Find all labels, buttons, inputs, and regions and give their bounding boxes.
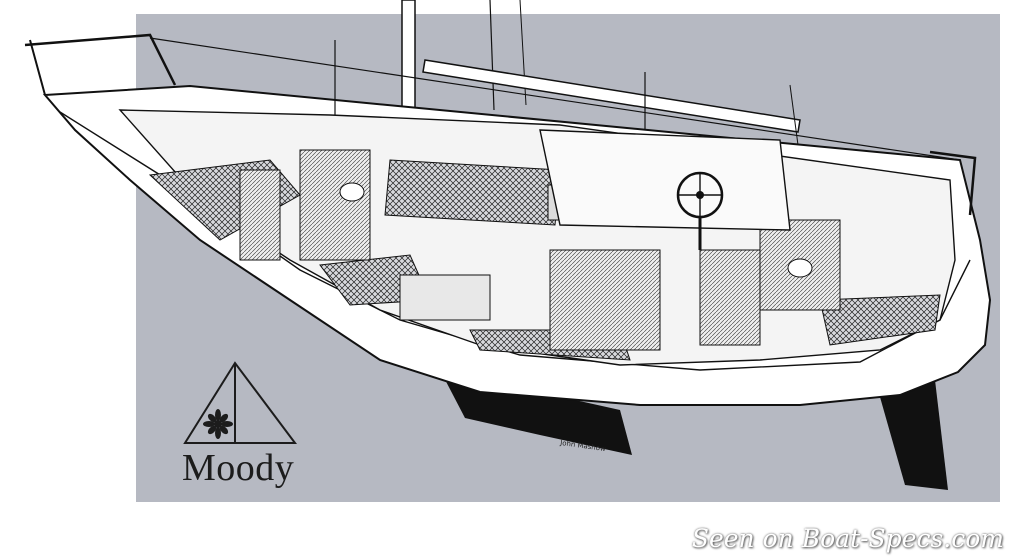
lifeline — [149, 37, 961, 161]
aft-head — [787, 258, 813, 278]
moody-logo-icon — [183, 361, 297, 444]
shroud — [489, 0, 495, 111]
cabin-sole-aft — [819, 294, 941, 346]
flower-icon — [203, 409, 233, 439]
bow-pulpit — [24, 33, 177, 86]
boom — [422, 59, 801, 133]
cockpit — [539, 129, 791, 231]
rudder — [878, 380, 948, 490]
watermark: Seen on Boat-Specs.com — [691, 524, 1004, 553]
bulkhead — [239, 169, 281, 261]
forward-head — [339, 182, 365, 202]
chart-table — [399, 274, 491, 321]
stern-pushpit — [929, 150, 977, 216]
saloon-seating — [384, 159, 561, 226]
brand-name: Moody — [182, 447, 295, 489]
